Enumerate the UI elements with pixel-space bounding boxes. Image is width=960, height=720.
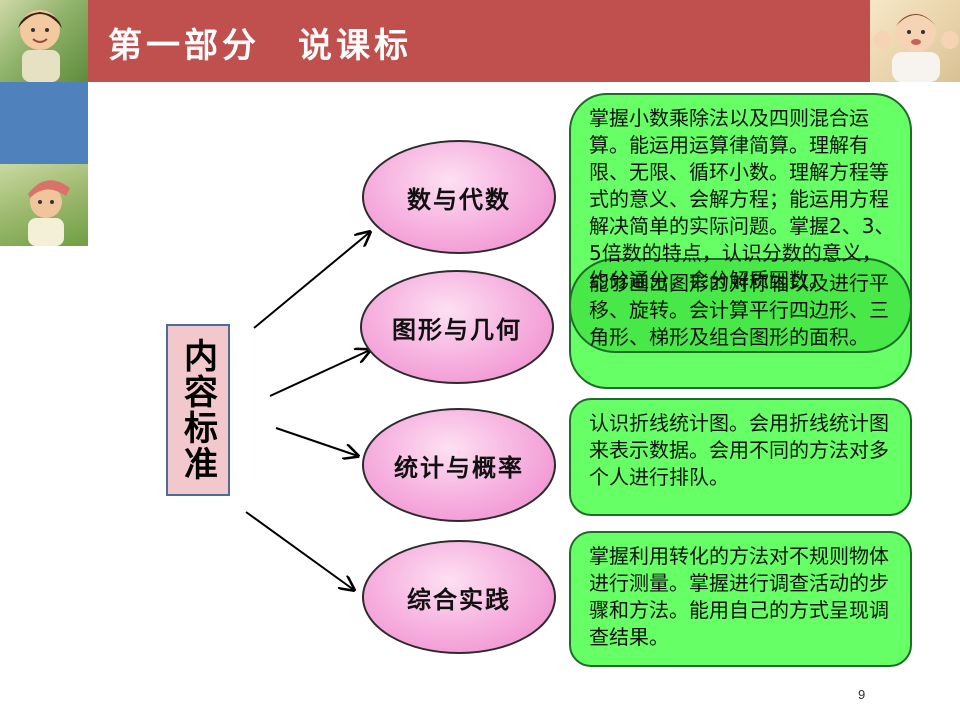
topic-label: 图形与几何: [392, 314, 522, 344]
photo-girl-left-top: [0, 0, 88, 82]
photo-child-right: [870, 0, 960, 82]
topic-statistics: 统计与概率: [362, 408, 556, 522]
content-standard-text: 内容标准: [177, 338, 218, 482]
description-statistics-text: 认识折线统计图。会用折线统计图来表示数据。会用不同的方法对多个人进行排队。: [589, 411, 889, 489]
arrow-to-statistics: [275, 427, 358, 456]
description-statistics-box: 认识折线统计图。会用折线统计图来表示数据。会用不同的方法对多个人进行排队。: [569, 398, 912, 516]
header-bar: 第一部分 说课标: [88, 0, 870, 82]
arrow-to-practice: [245, 511, 354, 590]
description-geometry-text: 能够画出图形的对称轴以及进行平移、旋转。会计算平行四边形、三角形、梯形及组合图形…: [589, 271, 889, 349]
topic-practice: 综合实践: [362, 540, 556, 654]
page-number: 9: [858, 687, 866, 702]
topic-label: 综合实践: [407, 584, 511, 614]
topic-label: 统计与概率: [394, 452, 524, 482]
accent-block: [0, 82, 88, 164]
description-numbers-text: 掌握小数乘除法以及四则混合运算。能运用运算律简算。理解有限、无限、循环小数。理解…: [589, 106, 895, 292]
topic-geometry: 图形与几何: [360, 270, 554, 384]
arrow-to-geometry: [269, 350, 370, 397]
topic-label: 数与代数: [407, 184, 511, 214]
photo-girl-left-bottom: [0, 164, 88, 246]
topic-numbers-algebra: 数与代数: [362, 140, 556, 254]
description-practice-box: 掌握利用转化的方法对不规则物体进行测量。掌握进行调查活动的步骤和方法。能用自己的…: [569, 531, 912, 667]
description-geometry-box: 能够画出图形的对称轴以及进行平移、旋转。会计算平行四边形、三角形、梯形及组合图形…: [569, 258, 912, 353]
description-practice-text: 掌握利用转化的方法对不规则物体进行测量。掌握进行调查活动的步骤和方法。能用自己的…: [589, 544, 889, 649]
content-standard-label: 内容标准: [166, 324, 230, 496]
arrow-to-numbers: [253, 232, 370, 329]
page-title: 第一部分 说课标: [108, 26, 412, 66]
